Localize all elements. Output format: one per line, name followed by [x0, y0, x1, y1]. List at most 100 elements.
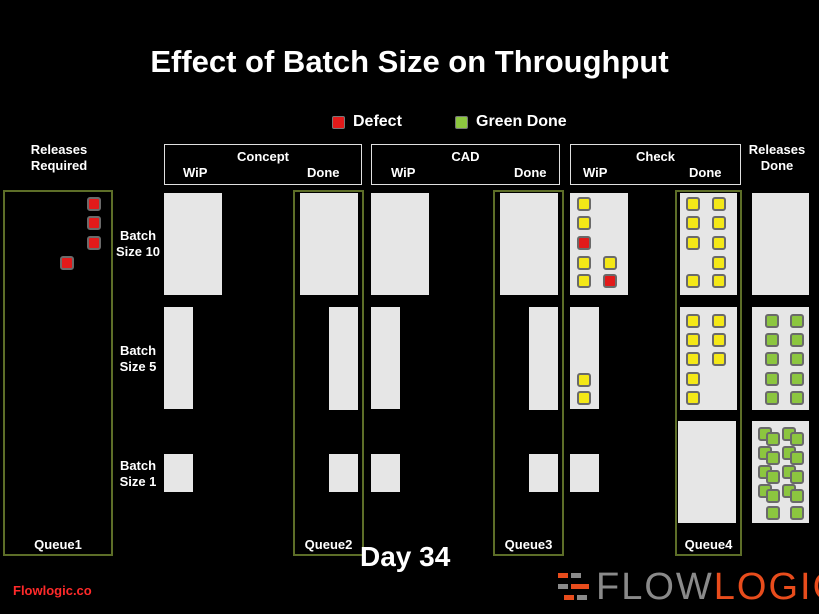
done-item-chip	[686, 372, 700, 386]
concept-done-batch1	[329, 454, 358, 492]
batch-label-1: Batch Size 1	[119, 458, 157, 489]
concept-done-batch5	[329, 307, 358, 410]
page-title: Effect of Batch Size on Throughput	[150, 44, 669, 79]
wip-item-chip	[577, 197, 591, 211]
stage-header-check	[570, 144, 741, 185]
legend-green-done-label: Green Done	[476, 113, 567, 130]
defect-chip	[87, 236, 101, 250]
releases-done-label: Releases Done	[748, 142, 806, 173]
check-wip-batch1	[570, 454, 599, 492]
stage-name-check: Check	[635, 149, 676, 164]
flowlogic-logo-icon	[558, 573, 589, 600]
defect-chip	[87, 197, 101, 211]
green-done-chip	[790, 489, 804, 503]
green-done-chip	[765, 352, 779, 366]
done-item-chip	[712, 256, 726, 270]
wip-item-chip	[577, 391, 591, 405]
done-item-chip	[686, 236, 700, 250]
concept-wip-batch10	[164, 193, 222, 295]
logo-text-flow: FLOW	[596, 566, 714, 608]
green-done-chip	[790, 470, 804, 484]
done-item-chip	[686, 333, 700, 347]
wip-item-chip	[603, 256, 617, 270]
green-done-chip	[765, 333, 779, 347]
queue4-label: Queue4	[684, 537, 733, 552]
green-done-chip	[790, 432, 804, 446]
green-done-chip	[790, 333, 804, 347]
done-item-chip	[712, 216, 726, 230]
check-done-batch1	[678, 421, 736, 523]
wip-item-chip	[577, 216, 591, 230]
green-done-chip	[790, 391, 804, 405]
done-item-chip	[712, 197, 726, 211]
defect-chip	[577, 236, 591, 250]
releases-done-batch10	[752, 193, 809, 295]
concept-wip-batch5	[164, 307, 193, 409]
cad-done-batch5	[529, 307, 558, 410]
green-done-chip	[766, 432, 780, 446]
wip-item-chip	[577, 274, 591, 288]
check-wip-label: WiP	[583, 165, 608, 180]
cad-wip-batch10	[371, 193, 429, 295]
green-done-chip	[765, 314, 779, 328]
green-done-chip	[790, 372, 804, 386]
cad-wip-label: WiP	[391, 165, 416, 180]
cad-done-label: Done	[514, 165, 547, 180]
queue1-label: Queue1	[34, 537, 82, 552]
logo-text-logic: LOGIC	[713, 566, 819, 608]
day-counter: Day 34	[360, 541, 451, 572]
stage-header-cad	[371, 144, 560, 185]
done-item-chip	[686, 216, 700, 230]
green-done-chip	[766, 451, 780, 465]
green-done-chip	[790, 314, 804, 328]
stage-header-concept	[164, 144, 362, 185]
green-done-chip	[766, 470, 780, 484]
green-done-chip	[790, 506, 804, 520]
done-item-chip	[686, 314, 700, 328]
done-item-chip	[686, 391, 700, 405]
batch-label-10: Batch Size 10	[115, 228, 161, 259]
queue3-label: Queue3	[504, 537, 553, 552]
concept-wip-label: WiP	[183, 165, 208, 180]
legend-defect-label: Defect	[353, 113, 402, 130]
green-done-chip	[765, 391, 779, 405]
cad-done-batch10	[500, 193, 558, 295]
green-done-chip	[766, 489, 780, 503]
queue2-label: Queue2	[304, 537, 353, 552]
green-done-chip	[766, 506, 780, 520]
cad-done-batch1	[529, 454, 558, 492]
concept-wip-batch1	[164, 454, 193, 492]
done-item-chip	[686, 197, 700, 211]
stage-name-concept: Concept	[237, 149, 289, 164]
done-item-chip	[712, 333, 726, 347]
cad-wip-batch1	[371, 454, 400, 492]
stage-name-cad: CAD	[451, 149, 480, 164]
queue2-box	[293, 190, 364, 556]
concept-done-batch10	[300, 193, 358, 295]
logo-text: FLOWLOGIC	[596, 566, 819, 609]
done-item-chip	[712, 314, 726, 328]
done-item-chip	[712, 274, 726, 288]
defect-chip	[87, 216, 101, 230]
check-done-label: Done	[689, 165, 722, 180]
legend-defect-swatch	[332, 116, 345, 129]
green-done-chip	[765, 372, 779, 386]
defect-chip	[603, 274, 617, 288]
cad-wip-batch5	[371, 307, 400, 409]
done-item-chip	[686, 352, 700, 366]
done-item-chip	[712, 352, 726, 366]
releases-required-label: Releases Required	[30, 142, 88, 173]
green-done-chip	[790, 451, 804, 465]
green-done-chip	[790, 352, 804, 366]
queue4-box	[675, 190, 742, 556]
queue1-box	[3, 190, 113, 556]
queue3-box	[493, 190, 564, 556]
defect-chip	[60, 256, 74, 270]
batch-label-5: Batch Size 5	[119, 343, 157, 374]
concept-done-label: Done	[307, 165, 340, 180]
wip-item-chip	[577, 373, 591, 387]
done-item-chip	[686, 274, 700, 288]
credit-text: Flowlogic.co	[13, 583, 92, 598]
done-item-chip	[712, 236, 726, 250]
legend-green-done-swatch	[455, 116, 468, 129]
